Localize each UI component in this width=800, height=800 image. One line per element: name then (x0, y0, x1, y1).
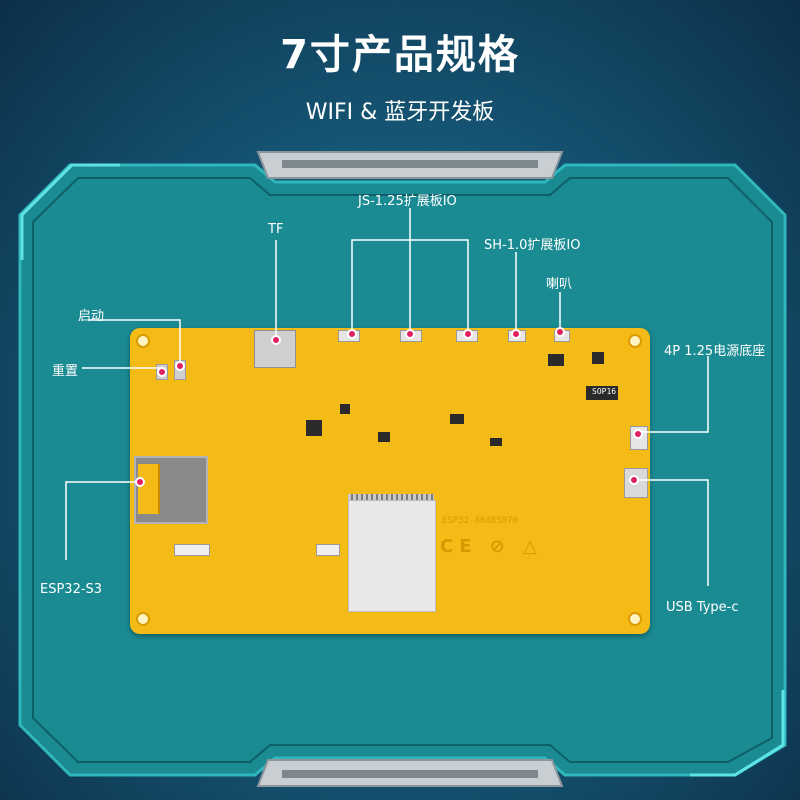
marker-esp (135, 477, 145, 487)
marker-speaker (555, 327, 565, 337)
marker-reset (157, 367, 167, 377)
mount-hole-bl (136, 612, 150, 626)
ic-small-1 (306, 420, 322, 436)
label-power-socket: 4P 1.25电源底座 (664, 344, 766, 359)
ic-small-5 (592, 352, 604, 364)
marker-js-1 (347, 329, 357, 339)
label-speaker: 喇叭 (546, 277, 573, 292)
ic-small-4 (548, 354, 564, 366)
label-esp-module: ESP32-S3 (40, 582, 103, 597)
label-js-io: JS-1.25扩展板IO (358, 194, 457, 209)
ic-small-7 (490, 438, 502, 446)
usb-c-port (624, 468, 648, 498)
top-tab-slot (282, 160, 538, 168)
corner-accent-br (690, 690, 785, 777)
corner-accent-tl (20, 163, 120, 260)
label-sh-io: SH-1.0扩展板IO (484, 238, 581, 253)
boot-line (88, 319, 181, 362)
antenna-trace (138, 464, 160, 514)
mount-hole-tl (136, 334, 150, 348)
board-model-silkscreen: ESP32-8048S070 (442, 516, 518, 526)
marker-power (633, 429, 643, 439)
display-flex-shield (348, 500, 436, 612)
page-subtitle: WIFI & 蓝牙开发板 (305, 100, 495, 125)
label-tf: TF (268, 222, 284, 237)
label-boot: 启动 (78, 309, 105, 324)
marker-tf (271, 335, 281, 345)
display-fpc (348, 494, 434, 502)
page-title: 7寸产品规格 (280, 32, 520, 78)
mount-hole-br (628, 612, 642, 626)
chip-label: SOP16 (592, 387, 617, 396)
power-line (640, 356, 709, 433)
marker-js-2 (405, 329, 415, 339)
certification-marks: CE ⊘ △ (440, 536, 543, 557)
esp32-module (134, 456, 208, 524)
marker-usb (629, 475, 639, 485)
usb-line (634, 479, 709, 586)
mount-hole-tr (628, 334, 642, 348)
marker-js-3 (463, 329, 473, 339)
fpc-connector-1 (174, 544, 210, 556)
marker-sh (511, 329, 521, 339)
marker-boot (175, 361, 185, 371)
pcb-board: SOP16 ESP32-8048S070 CE ⊘ △ (130, 328, 650, 634)
label-usb: USB Type-c (666, 600, 739, 615)
sop16-chip (586, 386, 618, 400)
ic-small-2 (340, 404, 350, 414)
ic-small-3 (450, 414, 464, 424)
inner-border (32, 177, 773, 763)
ic-small-6 (378, 432, 390, 442)
bottom-tab-slot (282, 770, 538, 778)
label-reset: 重置 (52, 364, 79, 379)
fpc-connector-2 (316, 544, 340, 556)
esp-line (65, 481, 138, 560)
